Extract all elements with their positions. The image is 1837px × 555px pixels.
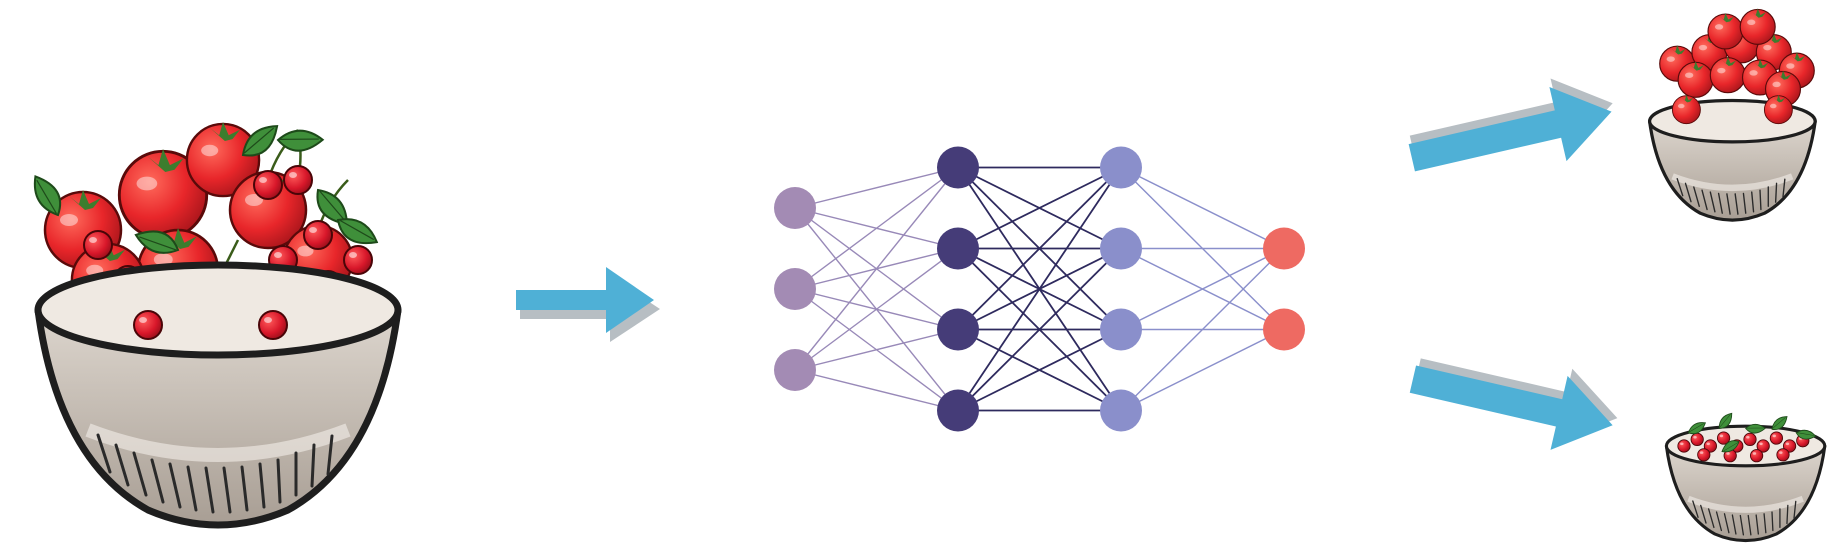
network-edge bbox=[957, 328, 1122, 412]
hidden1-neuron bbox=[937, 308, 979, 351]
hidden2-neuron bbox=[1100, 146, 1142, 189]
network-edge bbox=[794, 369, 959, 412]
network-edge bbox=[794, 247, 959, 371]
network-edge bbox=[957, 166, 1122, 412]
arrow-to-cherry-output bbox=[1409, 358, 1618, 450]
output-tomato-bowl-illustration bbox=[1650, 7, 1816, 221]
hidden1-neuron bbox=[937, 227, 979, 270]
hidden1-neuron bbox=[937, 146, 979, 189]
network-edge bbox=[1120, 328, 1285, 412]
network-edge bbox=[957, 166, 1122, 250]
network-edge bbox=[1120, 247, 1285, 331]
arrow-to-tomato-output bbox=[1408, 78, 1613, 172]
hidden2-neuron bbox=[1100, 389, 1142, 432]
hidden2-neuron bbox=[1100, 227, 1142, 270]
network-edge bbox=[794, 166, 959, 209]
arrow-to-network bbox=[516, 267, 660, 342]
network-edge bbox=[794, 167, 959, 371]
output-neuron bbox=[1263, 308, 1305, 351]
network-edge bbox=[794, 328, 959, 371]
neural-network bbox=[774, 146, 1305, 432]
input-bowl-illustration bbox=[29, 120, 398, 525]
network-edge bbox=[957, 166, 1122, 331]
output-cherry-bowl-illustration bbox=[1666, 410, 1824, 540]
network-edge bbox=[794, 166, 959, 290]
input-neuron bbox=[774, 349, 816, 391]
network-edge bbox=[1120, 166, 1285, 250]
input-neuron bbox=[774, 268, 816, 310]
input-neuron bbox=[774, 187, 816, 229]
hidden2-neuron bbox=[1100, 308, 1142, 351]
network-edge bbox=[957, 247, 1122, 412]
output-neuron bbox=[1263, 227, 1305, 270]
network-edge bbox=[1120, 248, 1285, 411]
hidden1-neuron bbox=[937, 389, 979, 432]
